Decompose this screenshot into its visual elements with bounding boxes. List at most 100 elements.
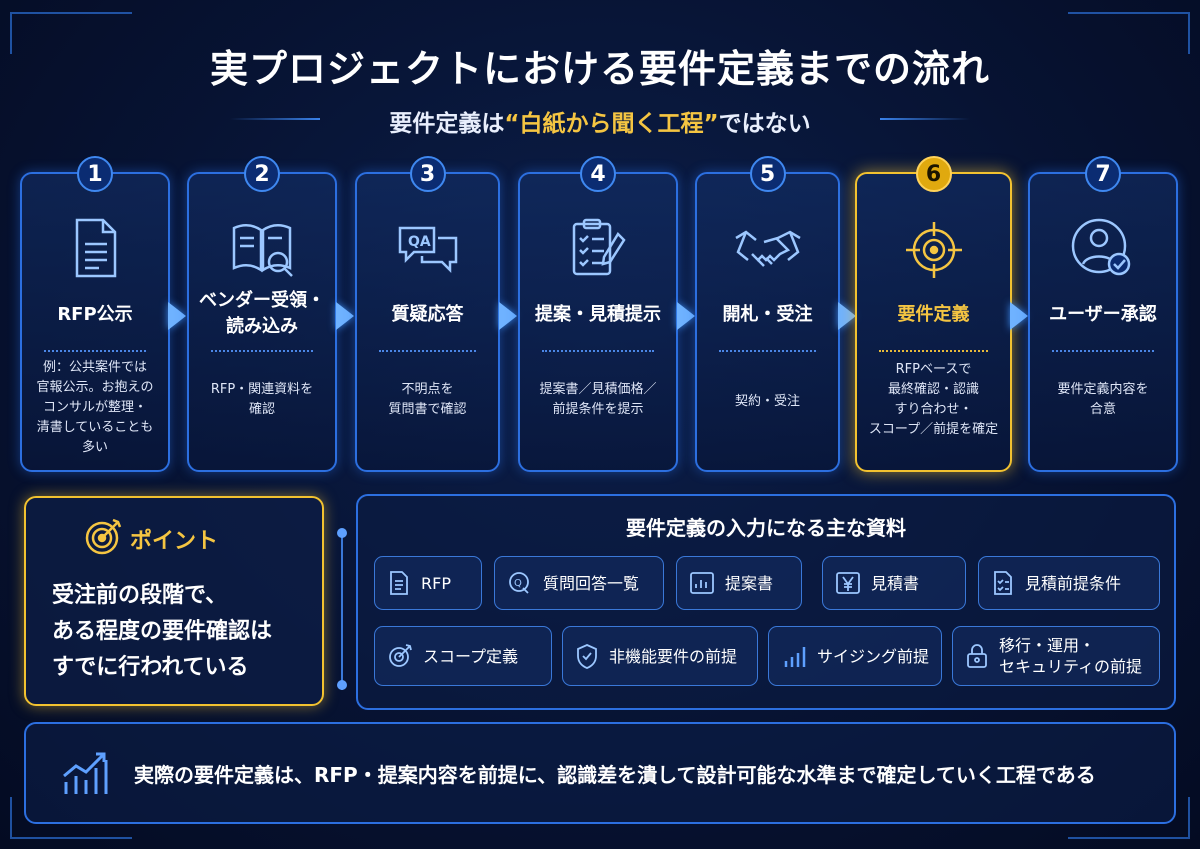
- material-label: 見積前提条件: [1025, 573, 1122, 593]
- step-number: 4: [580, 156, 616, 192]
- connector-dot: [337, 680, 347, 690]
- step-title: 質疑応答: [391, 304, 464, 325]
- arrow-right-icon: [499, 302, 517, 330]
- material-chip-scope: スコープ定義: [374, 626, 552, 686]
- target-icon: [389, 644, 412, 667]
- footer-summary-box: 実際の要件定義は、RFP・提案内容を前提に、認識差を潰して設計可能な水準まで確定…: [24, 722, 1176, 824]
- bar-chart-icon: [784, 647, 806, 667]
- material-chip-estimate: 見積書: [822, 556, 966, 610]
- user-check-icon: [1071, 218, 1131, 276]
- materials-box: 要件定義の入力になる主な資料 RFP Q 質問回答一覧 提案書 見積書 見積前提…: [356, 494, 1176, 710]
- step-title: 提案・見積提示: [535, 304, 661, 325]
- step-title: ユーザー承認: [1049, 304, 1157, 325]
- step-title: ベンダー受領・ 読み込み: [199, 290, 325, 337]
- lock-icon: [967, 644, 987, 668]
- target-arrow-icon: [85, 518, 122, 555]
- qa-icon: Q: [509, 572, 529, 594]
- page-title: 実プロジェクトにおける要件定義までの流れ: [209, 47, 990, 91]
- point-box: ポイント 受注前の段階で、 ある程度の要件確認は すでに行われている: [24, 496, 324, 706]
- material-chip-estimate-premise: 見積前提条件: [978, 556, 1160, 610]
- arrow-right-icon: [168, 302, 186, 330]
- clipboard-checklist-icon: [572, 218, 626, 276]
- material-chip-qa-list: Q 質問回答一覧: [494, 556, 664, 610]
- arrow-right-icon: [1010, 302, 1028, 330]
- frame-corner-top-left: [10, 12, 132, 54]
- step-card-4: 4 提案・見積提示 提案書／見積価格／ 前提条件を提示: [518, 156, 678, 472]
- step-description: 契約・受注: [734, 394, 800, 409]
- material-chip-rfp: RFP: [374, 556, 482, 610]
- connector-line: [341, 530, 343, 690]
- point-title: ポイント: [130, 529, 219, 554]
- growth-chart-icon: [63, 752, 108, 794]
- step-divider: [211, 350, 313, 352]
- step-card-5: 5 開札・受注 契約・受注: [695, 156, 840, 472]
- connector-dot: [337, 528, 347, 538]
- material-label: 移行・運用・ セキュリティの前提: [999, 636, 1143, 676]
- subtitle-suffix: ではない: [718, 111, 811, 137]
- step-description: 提案書／見積価格／ 前提条件を提示: [539, 382, 657, 417]
- page-subtitle: 要件定義は“白紙から聞く工程”ではない: [0, 104, 1200, 138]
- step-number: 7: [1085, 156, 1121, 192]
- material-label: 提案書: [725, 573, 774, 593]
- yen-icon: [836, 572, 860, 594]
- step-description: RFPベースで 最終確認・認識 すり合わせ・ スコープ／前提を確定: [868, 362, 999, 437]
- step-number: 6: [915, 156, 952, 192]
- step-number: 5: [749, 156, 786, 192]
- step-card-7: 7 ユーザー承認 要件定義内容を 合意: [1028, 156, 1178, 472]
- point-text: 受注前の段階で、 ある程度の要件確認は すでに行われている: [52, 583, 273, 680]
- target-crosshair-icon: [905, 222, 962, 278]
- frame-corner-bottom-left: [10, 797, 132, 839]
- shield-check-icon: [577, 644, 597, 669]
- step-title: RFP公示: [57, 304, 133, 325]
- material-chip-sizing: サイジング前提: [768, 626, 942, 686]
- step-card-1: 1 RFP公示 例：公共案件では 官報公示。お抱えの コンサルが整理・ 清書して…: [20, 156, 170, 472]
- handshake-icon: [734, 230, 801, 267]
- step-card-3: 3 QA 質疑応答 不明点を 質問書で確認: [355, 156, 500, 472]
- material-label: サイジング前提: [817, 646, 930, 666]
- step-description: 例：公共案件では 官報公示。お抱えの コンサルが整理・ 清書していることも 多い: [36, 360, 154, 455]
- checklist-icon: [994, 571, 1012, 595]
- material-label: 見積書: [871, 573, 920, 593]
- material-label: 非機能要件の前提: [609, 646, 738, 666]
- subtitle-highlight: “白紙から聞く工程”: [504, 111, 719, 137]
- step-number: 1: [77, 156, 113, 192]
- subtitle-deco-right: [880, 118, 970, 120]
- step-divider: [542, 350, 654, 352]
- svg-text:Q: Q: [514, 578, 522, 589]
- arrow-right-icon: [838, 302, 856, 330]
- frame-corner-bottom-right: [1068, 797, 1190, 839]
- step-card-6: 6 要件定義 RFPベースで 最終確認・認識 すり合わせ・ スコープ／前提を確定: [855, 156, 1012, 472]
- materials-title: 要件定義の入力になる主な資料: [626, 516, 906, 540]
- chart-doc-icon: [690, 572, 714, 594]
- frame-corner-top-right: [1068, 12, 1190, 54]
- step-divider: [1052, 350, 1154, 352]
- subtitle-prefix: 要件定義は: [389, 111, 505, 137]
- step-title: 要件定義: [897, 304, 970, 325]
- step-number: 2: [244, 156, 280, 192]
- step-divider: [719, 350, 816, 352]
- step-description: RFP・関連資料を 確認: [210, 382, 314, 417]
- step-card-2: 2 ベンダー受領・ 読み込み RFP・関連資料を 確認: [187, 156, 337, 472]
- material-chip-proposal: 提案書: [676, 556, 802, 610]
- material-label: 質問回答一覧: [543, 573, 640, 593]
- subtitle-deco-left: [230, 118, 320, 120]
- book-search-icon: [232, 224, 293, 277]
- step-title: 開札・受注: [722, 304, 813, 325]
- material-chip-migration-security: 移行・運用・ セキュリティの前提: [952, 626, 1160, 686]
- document-icon: [390, 571, 408, 595]
- step-divider: [379, 350, 476, 352]
- step-description: 不明点を 質問書で確認: [388, 382, 467, 417]
- svg-text:QA: QA: [408, 234, 431, 250]
- arrow-right-icon: [677, 302, 695, 330]
- step-number: 3: [409, 156, 446, 192]
- qa-bubble-icon: QA: [398, 226, 457, 274]
- footer-text: 実際の要件定義は、RFP・提案内容を前提に、認識差を潰して設計可能な水準まで確定…: [134, 763, 1096, 787]
- material-chip-nonfunctional: 非機能要件の前提: [562, 626, 758, 686]
- document-icon: [75, 218, 117, 278]
- step-divider: [44, 350, 146, 352]
- step-description: 要件定義内容を 合意: [1057, 382, 1149, 417]
- material-label: スコープ定義: [423, 646, 519, 666]
- arrow-right-icon: [336, 302, 354, 330]
- material-label: RFP: [421, 573, 451, 593]
- step-divider: [879, 350, 988, 352]
